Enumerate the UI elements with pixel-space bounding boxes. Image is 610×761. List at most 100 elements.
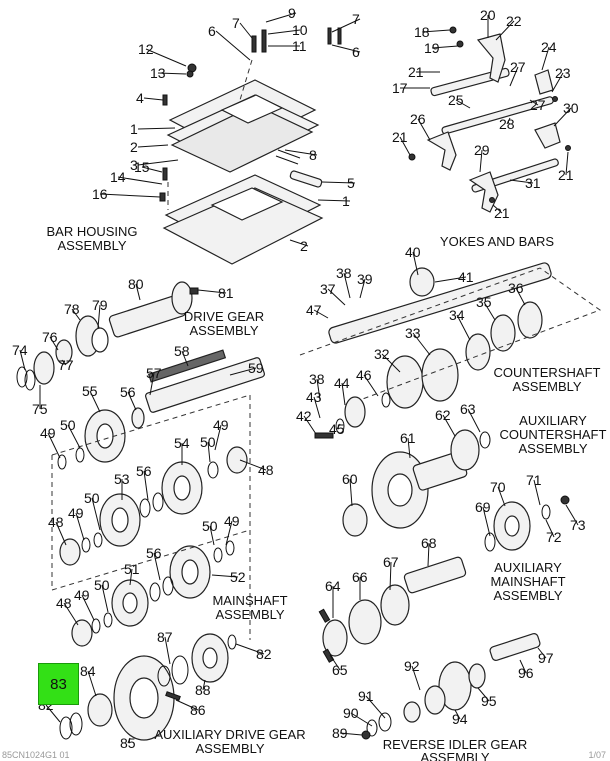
callout-69[interactable]: 69	[475, 499, 491, 515]
callout-15[interactable]: 15	[134, 159, 150, 175]
callout-42[interactable]: 42	[296, 408, 312, 424]
callout-94[interactable]: 94	[452, 711, 468, 727]
callout-34[interactable]: 34	[449, 307, 465, 323]
highlighted-part-callout[interactable]: 83	[38, 663, 79, 705]
callout-21[interactable]: 21	[558, 167, 574, 183]
callout-28[interactable]: 28	[499, 116, 515, 132]
callout-49[interactable]: 49	[74, 587, 90, 603]
callout-22[interactable]: 22	[506, 13, 522, 29]
callout-67[interactable]: 67	[383, 554, 399, 570]
callout-19[interactable]: 19	[424, 40, 440, 56]
callout-41[interactable]: 41	[458, 269, 474, 285]
callout-64[interactable]: 64	[325, 578, 341, 594]
callout-36[interactable]: 36	[508, 280, 524, 296]
callout-50[interactable]: 50	[202, 518, 218, 534]
callout-87[interactable]: 87	[157, 629, 173, 645]
callout-26[interactable]: 26	[410, 111, 426, 127]
callout-76[interactable]: 76	[42, 329, 58, 345]
callout-56[interactable]: 56	[136, 463, 152, 479]
callout-38[interactable]: 38	[336, 265, 352, 281]
callout-73[interactable]: 73	[570, 517, 586, 533]
callout-21[interactable]: 21	[408, 64, 424, 80]
callout-45[interactable]: 45	[329, 421, 345, 437]
callout-9[interactable]: 9	[288, 5, 296, 21]
callout-89[interactable]: 89	[332, 725, 348, 741]
callout-50[interactable]: 50	[200, 434, 216, 450]
callout-85[interactable]: 85	[120, 735, 136, 751]
callout-50[interactable]: 50	[60, 417, 76, 433]
callout-92[interactable]: 92	[404, 658, 420, 674]
callout-1[interactable]: 1	[342, 193, 350, 209]
callout-2[interactable]: 2	[300, 238, 308, 254]
callout-29[interactable]: 29	[474, 142, 490, 158]
callout-54[interactable]: 54	[174, 435, 190, 451]
callout-56[interactable]: 56	[146, 545, 162, 561]
callout-70[interactable]: 70	[490, 479, 506, 495]
callout-33[interactable]: 33	[405, 325, 421, 341]
callout-53[interactable]: 53	[114, 471, 130, 487]
callout-79[interactable]: 79	[92, 297, 108, 313]
callout-3[interactable]: 3	[130, 157, 138, 173]
callout-39[interactable]: 39	[357, 271, 373, 287]
callout-52[interactable]: 52	[230, 569, 246, 585]
callout-23[interactable]: 23	[555, 65, 571, 81]
callout-49[interactable]: 49	[213, 417, 229, 433]
callout-37[interactable]: 37	[320, 281, 336, 297]
callout-74[interactable]: 74	[12, 342, 28, 358]
callout-30[interactable]: 30	[563, 100, 579, 116]
callout-55[interactable]: 55	[82, 383, 98, 399]
callout-66[interactable]: 66	[352, 569, 368, 585]
callout-24[interactable]: 24	[541, 39, 557, 55]
callout-75[interactable]: 75	[32, 401, 48, 417]
callout-59[interactable]: 59	[248, 360, 264, 376]
callout-82[interactable]: 82	[256, 646, 272, 662]
callout-68[interactable]: 68	[421, 535, 437, 551]
callout-11[interactable]: 11	[292, 38, 307, 54]
callout-21[interactable]: 21	[494, 205, 510, 221]
callout-46[interactable]: 46	[356, 367, 372, 383]
callout-7[interactable]: 7	[352, 11, 360, 27]
callout-65[interactable]: 65	[332, 662, 348, 678]
callout-25[interactable]: 25	[448, 92, 464, 108]
callout-62[interactable]: 62	[435, 407, 451, 423]
callout-77[interactable]: 77	[58, 357, 74, 373]
callout-49[interactable]: 49	[224, 513, 240, 529]
callout-35[interactable]: 35	[476, 294, 492, 310]
callout-50[interactable]: 50	[94, 577, 110, 593]
callout-14[interactable]: 14	[110, 169, 126, 185]
callout-96[interactable]: 96	[518, 665, 534, 681]
callout-27[interactable]: 27	[510, 59, 526, 75]
callout-8[interactable]: 8	[309, 147, 317, 163]
callout-78[interactable]: 78	[64, 301, 80, 317]
callout-10[interactable]: 10	[292, 22, 308, 38]
callout-84[interactable]: 84	[80, 663, 96, 679]
callout-71[interactable]: 71	[526, 472, 542, 488]
callout-57[interactable]: 57	[146, 365, 162, 381]
callout-7[interactable]: 7	[232, 15, 240, 31]
callout-48[interactable]: 48	[48, 514, 64, 530]
callout-20[interactable]: 20	[480, 7, 496, 23]
callout-90[interactable]: 90	[343, 705, 359, 721]
callout-31[interactable]: 31	[525, 175, 541, 191]
callout-49[interactable]: 49	[68, 505, 84, 521]
callout-80[interactable]: 80	[128, 276, 144, 292]
callout-48[interactable]: 48	[258, 462, 274, 478]
callout-63[interactable]: 63	[460, 401, 476, 417]
callout-27[interactable]: 27	[530, 97, 546, 113]
callout-86[interactable]: 86	[190, 702, 206, 718]
callout-72[interactable]: 72	[546, 529, 562, 545]
callout-40[interactable]: 40	[405, 244, 421, 260]
callout-32[interactable]: 32	[374, 346, 390, 362]
callout-13[interactable]: 13	[150, 65, 166, 81]
callout-17[interactable]: 17	[392, 80, 408, 96]
callout-1[interactable]: 1	[130, 121, 138, 137]
callout-58[interactable]: 58	[174, 343, 190, 359]
callout-5[interactable]: 5	[347, 175, 355, 191]
callout-51[interactable]: 51	[124, 561, 140, 577]
callout-44[interactable]: 44	[334, 375, 350, 391]
callout-91[interactable]: 91	[358, 688, 374, 704]
callout-6[interactable]: 6	[352, 44, 360, 60]
callout-6[interactable]: 6	[208, 23, 216, 39]
callout-2[interactable]: 2	[130, 139, 138, 155]
callout-43[interactable]: 43	[306, 389, 322, 405]
